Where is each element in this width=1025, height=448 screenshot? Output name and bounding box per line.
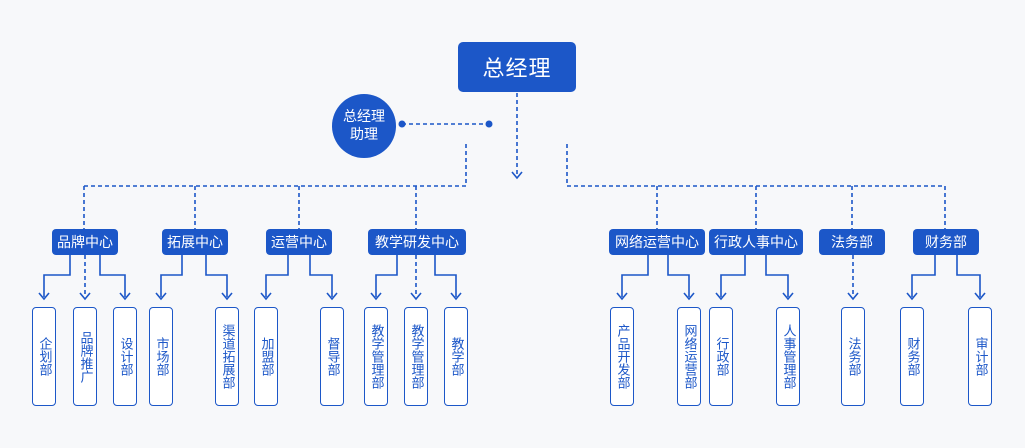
- dept-teach-mgmt-1: 教学管理部: [364, 307, 388, 406]
- dept-finance-label: 财务部: [904, 337, 920, 376]
- connector-line: [956, 255, 981, 297]
- ceo-label: 总经理: [482, 57, 552, 82]
- connector-line: [667, 255, 690, 297]
- connector-arrow: [683, 292, 695, 301]
- dept-admin: 行政部: [709, 307, 733, 406]
- dept-audit: 审计部: [968, 307, 992, 406]
- center-admin: 行政人事中心: [709, 229, 803, 255]
- connector-line: [720, 255, 746, 297]
- dept-planning-label: 企划部: [36, 337, 52, 376]
- connector-line: [375, 255, 398, 297]
- dept-product-label: 产品开发部: [614, 324, 630, 389]
- center-ops: 运营中心: [266, 229, 332, 255]
- dept-market: 市场部: [149, 307, 173, 406]
- dept-hr: 人事管理部: [776, 307, 800, 406]
- dept-supervise-label: 督导部: [324, 337, 340, 376]
- connector-line: [621, 255, 649, 297]
- center-network-label: 网络运营中心: [615, 235, 699, 251]
- dept-legal-label: 法务部: [845, 337, 861, 376]
- center-expand: 拓展中心: [162, 229, 228, 255]
- assistant-label: 总经理助理: [343, 109, 385, 143]
- dept-hr-label: 人事管理部: [780, 324, 796, 389]
- connector-line: [265, 255, 289, 297]
- dept-net-ops: 网络运营部: [677, 307, 701, 406]
- assistant-circle: 总经理助理: [332, 94, 396, 158]
- dept-teach-mgmt-2-label: 教学管理部: [408, 324, 424, 389]
- connector-arrow: [38, 292, 50, 301]
- dept-audit-label: 审计部: [972, 337, 988, 376]
- dept-planning: 企划部: [32, 307, 56, 406]
- center-legal: 法务部: [819, 229, 885, 255]
- connector-line: [434, 255, 457, 297]
- connector-line: [99, 255, 126, 297]
- connector-arrow: [450, 292, 462, 301]
- connector-line: [911, 255, 936, 297]
- dept-design: 设计部: [113, 307, 137, 406]
- connector-arrow: [715, 292, 727, 301]
- center-finance-label: 财务部: [925, 235, 967, 251]
- connector-arrow: [260, 292, 272, 301]
- connector-arrow: [974, 292, 986, 301]
- connector-arrow: [906, 292, 918, 301]
- dept-teach-mgmt-1-label: 教学管理部: [368, 324, 384, 389]
- dept-teaching: 教学部: [444, 307, 468, 406]
- connector-arrow: [79, 292, 91, 301]
- dept-legal: 法务部: [841, 307, 865, 406]
- dept-channel-label: 渠道拓展部: [219, 324, 235, 389]
- center-brand: 品牌中心: [52, 229, 118, 255]
- center-network: 网络运营中心: [609, 229, 705, 255]
- center-legal-label: 法务部: [831, 235, 873, 251]
- connector-line: [43, 255, 71, 297]
- dept-finance: 财务部: [900, 307, 924, 406]
- dept-brand-promo-label: 品牌推广: [77, 330, 93, 383]
- dept-supervise: 督导部: [320, 307, 344, 406]
- dept-product: 产品开发部: [610, 307, 634, 406]
- center-ops-label: 运营中心: [271, 235, 327, 251]
- center-admin-label: 行政人事中心: [714, 235, 798, 251]
- ceo-box: 总经理: [458, 42, 576, 92]
- connector-arrow: [221, 292, 233, 301]
- dept-franchise: 加盟部: [254, 307, 278, 406]
- connector-arrow: [370, 292, 382, 301]
- dept-design-label: 设计部: [117, 337, 133, 376]
- connector-arrow: [155, 292, 167, 301]
- dept-admin-label: 行政部: [713, 337, 729, 376]
- dept-market-label: 市场部: [153, 337, 169, 376]
- connector-arrow: [326, 292, 338, 301]
- connector-line: [765, 255, 789, 297]
- connector-arrow: [847, 292, 859, 301]
- connector-arrow: [782, 292, 794, 301]
- dept-teach-mgmt-2: 教学管理部: [404, 307, 428, 406]
- connector-line: [205, 255, 228, 297]
- center-finance: 财务部: [913, 229, 979, 255]
- connector-line: [309, 255, 333, 297]
- dept-net-ops-label: 网络运营部: [681, 324, 697, 389]
- connector-arrow: [410, 292, 422, 301]
- dept-teaching-label: 教学部: [448, 337, 464, 376]
- center-expand-label: 拓展中心: [167, 235, 223, 251]
- center-teaching-label: 教学研发中心: [375, 235, 459, 251]
- center-brand-label: 品牌中心: [57, 235, 113, 251]
- connector-line: [160, 255, 183, 297]
- dept-brand-promo: 品牌推广: [73, 307, 97, 406]
- connector-arrow: [119, 292, 131, 301]
- dept-channel: 渠道拓展部: [215, 307, 239, 406]
- connector-arrow: [616, 292, 628, 301]
- dept-franchise-label: 加盟部: [258, 337, 274, 376]
- center-teaching: 教学研发中心: [368, 229, 466, 255]
- connector-arrow: [511, 171, 523, 180]
